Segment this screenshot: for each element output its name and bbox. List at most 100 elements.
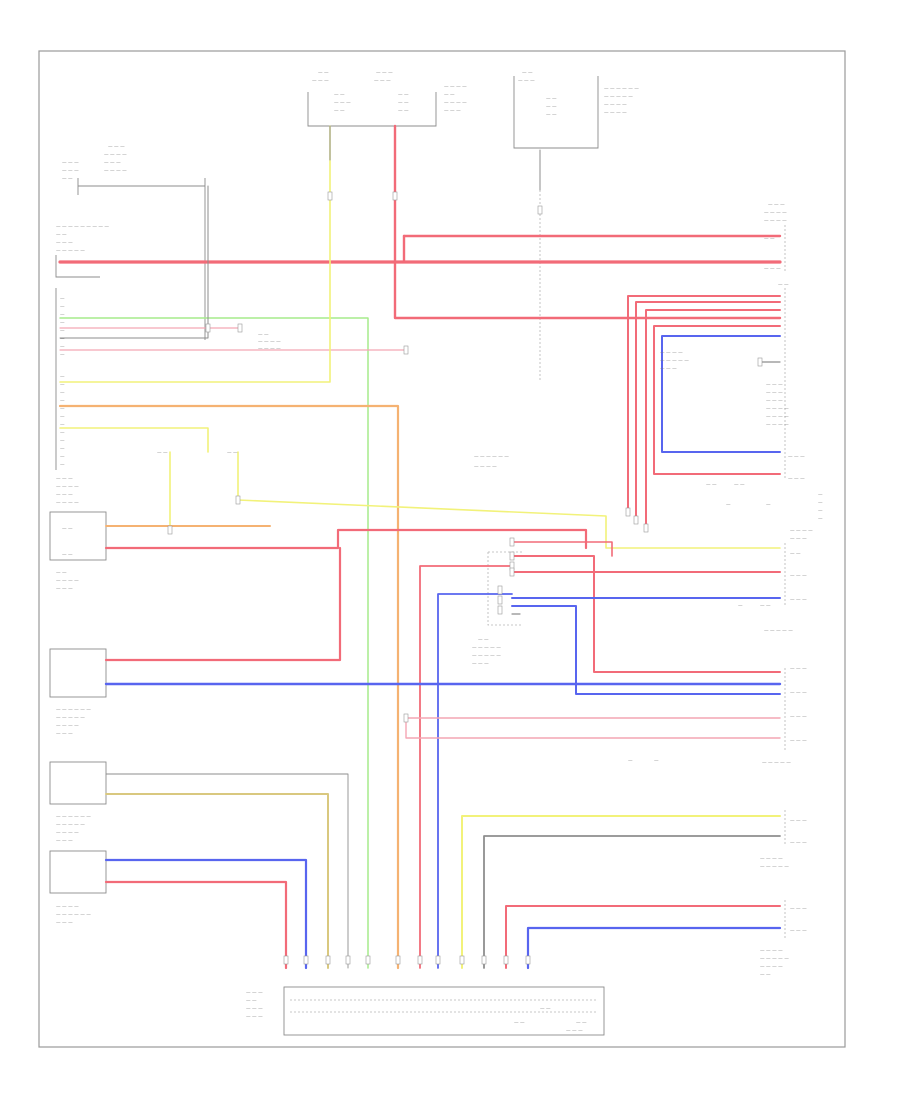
connector-pin-1 [283, 955, 289, 965]
wire-yellow-15 [59, 125, 331, 383]
wire-blue-36 [104, 858, 308, 970]
svg-text:— — —: — — — [790, 739, 807, 744]
svg-text:— — —: — — — [246, 1007, 263, 1012]
svg-text:— — — — —: — — — — — [472, 646, 501, 651]
svg-text:— — —: — — — [766, 383, 783, 388]
svg-text:—: — [766, 503, 771, 508]
svg-text:— — —: — — — [56, 587, 73, 592]
wire-red-22 [511, 541, 613, 557]
svg-text:— — —: — — — [518, 79, 535, 84]
svg-text:— — —: — — — [766, 399, 783, 404]
svg-text:—: — [818, 517, 823, 522]
svg-text:—: — [60, 455, 65, 460]
svg-text:— — — —: — — — — [444, 101, 467, 106]
svg-text:— —: — — [760, 973, 771, 978]
svg-text:— — —: — — — [790, 929, 807, 934]
svg-text:— —: — — [258, 333, 269, 338]
svg-text:—: — [60, 415, 65, 420]
svg-text:— —: — — [62, 553, 73, 558]
connector-pin-28 [497, 605, 503, 615]
connector-pin-26 [497, 585, 503, 595]
svg-text:—: — [60, 463, 65, 468]
svg-text:—: — [818, 493, 823, 498]
connector-pin-25 [235, 495, 241, 505]
svg-text:— —: — — [334, 109, 345, 114]
connector-pin-18 [237, 323, 243, 333]
connector-pin-21 [633, 515, 639, 525]
svg-text:— — — —: — — — — [764, 219, 787, 224]
svg-text:— — —: — — — [764, 267, 781, 272]
bottom-connector-block [283, 986, 605, 1036]
connector-pin-30 [509, 551, 515, 561]
svg-text:— — — — —: — — — — — [660, 359, 689, 364]
svg-text:— — — —: — — — — [604, 111, 627, 116]
connector-pin-32 [509, 567, 515, 577]
wire-yellow-38 [461, 815, 781, 969]
svg-text:— — — —: — — — — [790, 529, 813, 534]
connector-pin-2 [303, 955, 309, 965]
svg-text:— — — —: — — — — [760, 949, 783, 954]
svg-text:— — — — — —: — — — — — — [56, 708, 91, 713]
connector-pin-16 [403, 345, 409, 355]
svg-text:— — —: — — — [56, 241, 73, 246]
wire-red-24 [419, 565, 513, 969]
svg-text:— — — — —: — — — — — [764, 629, 793, 634]
svg-text:— — — —: — — — — [604, 103, 627, 108]
svg-text:— — —: — — — [246, 991, 263, 996]
wire-red-5 [627, 295, 781, 513]
svg-text:— — —: — — — [62, 161, 79, 166]
connector-pin-24 [167, 525, 173, 535]
tpms-module-box [49, 648, 107, 698]
svg-text:— — — — —: — — — — — [56, 716, 85, 721]
svg-text:—: — [726, 503, 731, 508]
svg-text:— — —: — — — [768, 203, 785, 208]
svg-text:— —: — — [760, 604, 771, 609]
svg-text:— — —: — — — [788, 455, 805, 460]
wire-red-21 [104, 528, 588, 550]
wire-grey-13 [59, 185, 209, 339]
svg-text:— — — —: — — — — [444, 85, 467, 90]
wire-gold-35 [105, 793, 329, 969]
svg-text:—: — [60, 345, 65, 350]
connector-pin-23 [403, 713, 409, 723]
wire-blue-9 [661, 335, 781, 453]
svg-text:— — — —: — — — — [56, 905, 79, 910]
svg-text:—: — [60, 337, 65, 342]
svg-text:— — —: — — — [444, 109, 461, 114]
svg-text:— — —: — — — [56, 732, 73, 737]
svg-text:— —: — — [546, 97, 557, 102]
connector-pin-27 [497, 595, 503, 605]
svg-text:—: — [628, 759, 633, 764]
wire-grey-39 [483, 835, 781, 969]
svg-text:—: — [738, 604, 743, 609]
connector-pin-9 [459, 955, 465, 965]
wire-red-6 [635, 301, 781, 521]
connector-pin-6 [395, 955, 401, 965]
svg-text:— — — — —: — — — — — [760, 957, 789, 962]
svg-text:— — —: — — — [376, 71, 393, 76]
svg-text:— — — —: — — — — [56, 485, 79, 490]
wire-orange-16 [58, 404, 400, 970]
svg-text:— — — — —: — — — — — [56, 823, 85, 828]
wire-red-30 [104, 546, 342, 662]
svg-text:— — — —: — — — — [766, 423, 789, 428]
svg-text:— —: — — [764, 237, 775, 242]
svg-text:— — — — — —: — — — — — — [474, 455, 509, 460]
svg-text:—: — [60, 407, 65, 412]
svg-text:— — —: — — — [790, 841, 807, 846]
connector-pin-13 [327, 191, 333, 201]
svg-text:— — — —: — — — — [766, 415, 789, 420]
center-junction-box [487, 551, 522, 626]
svg-text:— —: — — [62, 527, 73, 532]
svg-text:— —: — — [706, 483, 717, 488]
svg-text:— — —: — — — [246, 1015, 263, 1020]
left-sensor-box [49, 850, 107, 894]
svg-text:— — —: — — — [334, 101, 351, 106]
svg-text:—: — [60, 313, 65, 318]
svg-text:— — — —: — — — — [660, 351, 683, 356]
svg-text:— —: — — [540, 1007, 551, 1012]
svg-text:— —: — — [62, 177, 73, 182]
svg-text:— —: — — [246, 999, 257, 1004]
svg-text:— —: — — [444, 93, 455, 98]
